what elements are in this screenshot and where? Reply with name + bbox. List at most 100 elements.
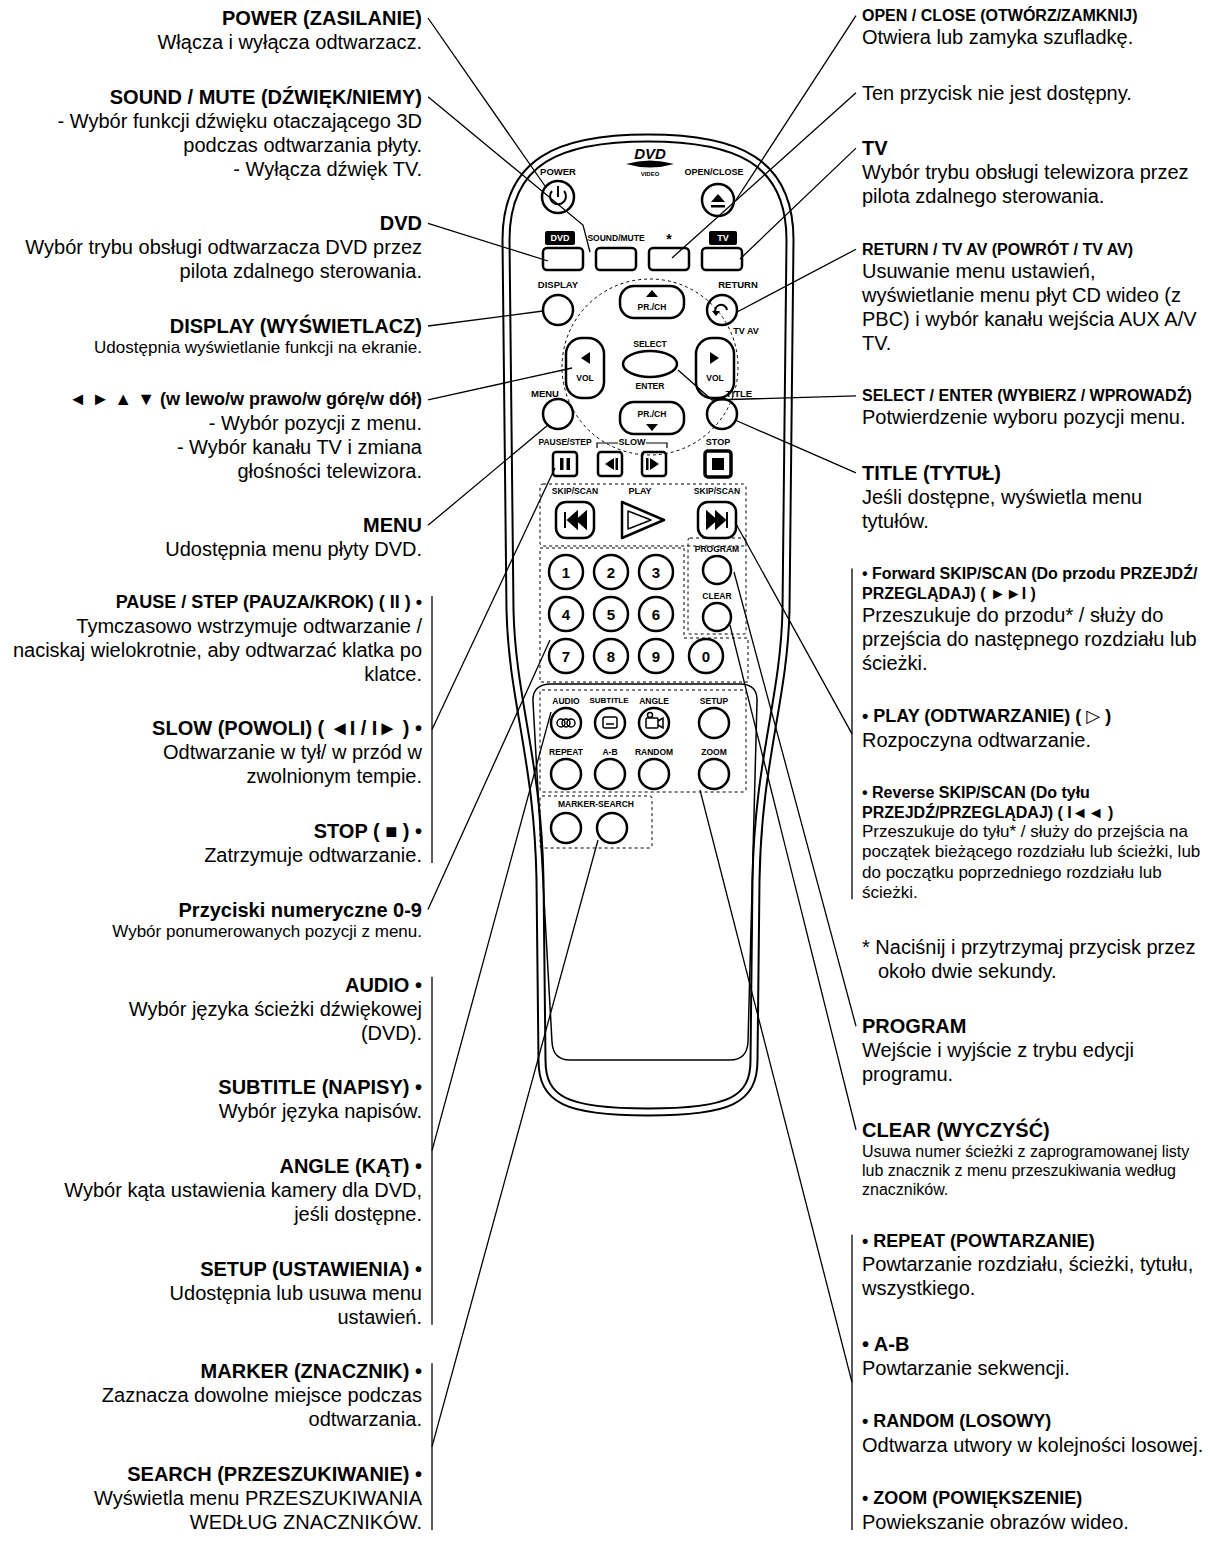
pause-button <box>553 452 577 476</box>
sound-mute-button <box>596 248 636 270</box>
button-label: 9 <box>652 649 660 664</box>
callout-heading: TV <box>862 136 1205 160</box>
button-label: DISPLAY <box>538 280 578 290</box>
leader-line <box>730 625 856 1130</box>
button-label: SETUP <box>700 697 728 706</box>
callout-text: Udostępnia menu płyty DVD. <box>92 537 422 561</box>
display-button <box>543 295 573 325</box>
button-label: 6 <box>652 607 660 622</box>
leader-line <box>428 640 550 910</box>
callout-text: Wybór kąta ustawienia kamery dla DVD, je… <box>32 1178 422 1226</box>
button-label: 2 <box>607 565 615 580</box>
callout-text: Wybór ponumerowanych pozycji z menu. <box>3 922 422 942</box>
callout-heading: SEARCH (PRZESZUKIWANIE) • <box>22 1462 422 1486</box>
callout-text: Powtarzanie rozdziału, ścieżki, tytułu, … <box>862 1252 1205 1300</box>
callout-text: Potwierdzenie wyboru pozycji menu. <box>862 405 1205 429</box>
button-label: A-B <box>602 748 617 757</box>
callout-heading: RETURN / TV AV (POWRÓT / TV AV) <box>862 240 1205 259</box>
button-label: PR./CH <box>638 410 667 419</box>
callout-text: Wejście i wyjście z trybu edycji program… <box>862 1038 1205 1086</box>
callout-text: Ten przycisk nie jest dostępny. <box>862 81 1205 105</box>
callout-text: Udostępnia wyświetlanie funkcji na ekran… <box>3 338 422 358</box>
function-group <box>540 690 746 792</box>
leader-line <box>735 522 852 734</box>
button-label: DVD <box>634 146 666 161</box>
button-label: SKIP/SCAN <box>694 487 740 496</box>
button-label: SUBTITLE <box>589 697 628 705</box>
callout-heading: CLEAR (WYCZYŚĆ) <box>862 1118 1205 1142</box>
button-label: OPEN/CLOSE <box>684 168 743 177</box>
button-label: 4 <box>562 607 570 622</box>
number-buttons <box>549 555 723 673</box>
slow-forward-button <box>642 452 666 476</box>
button-label: VOL <box>706 374 723 383</box>
callout-heading: AUDIO • <box>222 973 422 997</box>
callout-heading: STOP ( ■ ) • <box>222 819 422 843</box>
button-label: VIDEO <box>641 171 660 177</box>
marker-search-group <box>540 796 652 848</box>
label-plate <box>709 231 737 245</box>
button-label: AUDIO <box>552 697 579 706</box>
leader-line <box>432 840 598 1447</box>
callout-heading: • ZOOM (POWIĘKSZENIE) <box>862 1488 1205 1510</box>
lower-panel <box>533 684 757 1060</box>
search-button <box>597 813 627 843</box>
callout-heading: • Forward SKIP/SCAN (Do przodu PRZEJDŹ/ … <box>862 564 1205 602</box>
stop-button <box>705 451 731 477</box>
callout-text: Odtwarzanie w tył/ w przód w zwolnionym … <box>132 740 422 788</box>
callout-text: Wybór trybu obsługi telewizora przez pil… <box>862 160 1205 208</box>
callout-text: Usuwanie menu ustawień, wyświetlanie men… <box>862 259 1205 355</box>
button-label: PAUSE/STEP <box>538 438 591 447</box>
button-label: POWER <box>540 167 576 177</box>
return-button <box>707 295 737 325</box>
callout-text: Przeszukuje do przodu* / służy do przejś… <box>862 603 1205 675</box>
leader-line <box>740 148 856 259</box>
callout-text: Odtwarza utwory w kolejności losowej. <box>862 1433 1205 1457</box>
button-label: SKIP/SCAN <box>552 487 598 496</box>
callout-heading: • REPEAT (POWTARZANIE) <box>862 1231 1205 1253</box>
button-label: TITLE <box>726 389 752 399</box>
callout-heading: MENU <box>222 513 422 537</box>
leader-line <box>432 712 551 1151</box>
callout-text: Wybór języka ścieżki dźwiękowej (DVD). <box>82 997 422 1045</box>
button-label: PR./CH <box>638 303 667 312</box>
button-label: 8 <box>607 649 615 664</box>
button-label: MARKER-SEARCH <box>558 800 634 809</box>
program-button <box>703 556 731 584</box>
callout-heading: DISPLAY (WYŚWIETLACZ) <box>62 314 422 338</box>
callout-heading: PAUSE / STEP (PAUZA/KROK) ( II ) • <box>3 592 422 614</box>
leader-line <box>428 368 572 400</box>
leader-line <box>735 420 856 473</box>
button-label: 0 <box>702 649 710 664</box>
remote-body-inner <box>506 138 790 1112</box>
callout-heading: SLOW (POWOLI) ( ◄I / I► ) • <box>62 716 422 740</box>
leader-line <box>700 790 852 1382</box>
leader-line <box>734 572 856 1026</box>
button-label: SELECT <box>633 340 667 349</box>
callout-text: Rozpoczyna odtwarzanie. <box>862 728 1205 752</box>
callout-text: - Wybór funkcji dźwięku otaczającego 3D … <box>22 109 422 157</box>
callout-heading: SELECT / ENTER (WYBIERZ / WPROWADŹ) <box>862 386 1205 405</box>
button-label: DVD <box>550 234 569 243</box>
callout-heading: SETUP (USTAWIENIA) • <box>92 1257 422 1281</box>
button-label: RETURN <box>718 280 758 290</box>
button-label: 5 <box>607 607 615 622</box>
number-pad-group <box>540 548 748 682</box>
callout-heading: OPEN / CLOSE (OTWÓRZ/ZAMKNIJ) <box>862 6 1205 25</box>
button-label: PLAY <box>628 487 651 496</box>
leader-line <box>428 223 548 261</box>
button-label: 7 <box>562 649 570 664</box>
remote-body <box>506 138 790 1112</box>
callout-heading: TITLE (TYTUŁ) <box>862 461 1205 485</box>
callout-heading: MARKER (ZNACZNIK) • <box>92 1359 422 1383</box>
callout-text: Tymczasowo wstrzymuje odtwarzanie / naci… <box>12 614 422 686</box>
callout-text: Włącza i wyłącza odtwarzacz. <box>92 30 422 54</box>
button-label: ENTER <box>636 382 665 391</box>
callout-text: - Wyłącza dźwięk TV. <box>122 157 422 181</box>
button-label: TV <box>717 234 729 243</box>
title-button <box>707 399 737 429</box>
play-button <box>622 502 664 538</box>
skip-group <box>540 484 746 546</box>
